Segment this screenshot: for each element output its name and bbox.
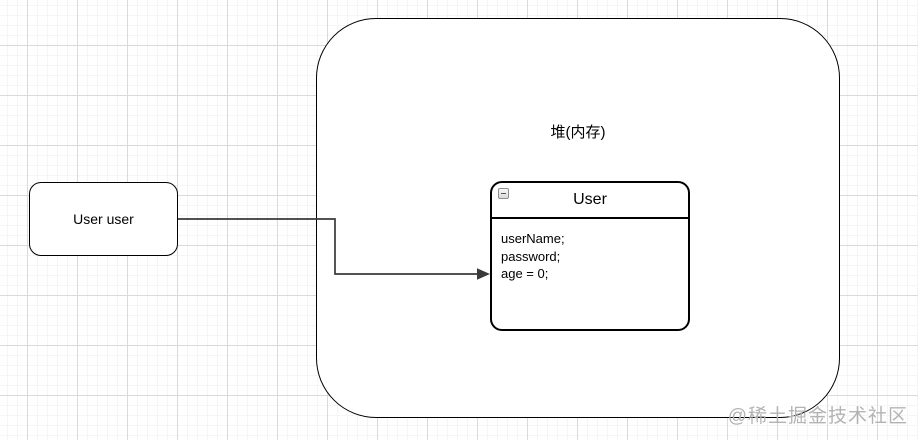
class-field: age = 0; bbox=[501, 266, 549, 281]
user-class-header: User bbox=[492, 183, 688, 219]
minus-glyph bbox=[501, 193, 506, 194]
heap-label: 堆(内存) bbox=[550, 124, 606, 141]
class-field: userName; bbox=[501, 231, 565, 246]
user-class-fields: userName; password; age = 0; bbox=[492, 219, 688, 294]
watermark-text: @稀土掘金技术社区 bbox=[727, 406, 908, 427]
user-class-title: User bbox=[573, 191, 607, 208]
collapse-minus-icon[interactable] bbox=[498, 188, 509, 199]
class-field: password; bbox=[501, 248, 561, 264]
user-class-shape[interactable]: User userName; password; age = 0; bbox=[490, 181, 690, 331]
user-variable-label: User user bbox=[73, 211, 134, 227]
user-variable-shape[interactable]: User user bbox=[29, 182, 178, 256]
